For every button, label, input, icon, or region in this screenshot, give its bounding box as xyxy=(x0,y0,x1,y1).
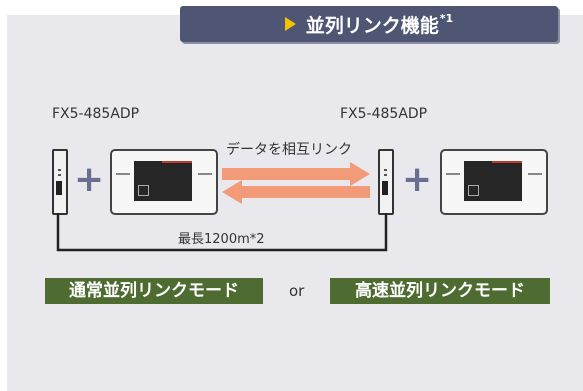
left-adapter-label: FX5-485ADP xyxy=(52,106,140,122)
arrow-left-icon xyxy=(222,180,370,204)
arrow-right-icon xyxy=(222,162,370,186)
link-label: データを相互リンク xyxy=(226,142,352,158)
title-banner: 並列リンク機能 *1 xyxy=(180,6,558,42)
right-adapter-label: FX5-485ADP xyxy=(340,106,428,122)
left-plc-icon xyxy=(110,149,218,215)
title-text: 並列リンク機能 xyxy=(305,14,439,37)
high-speed-parallel-link-mode: 高速並列リンクモード xyxy=(330,278,550,304)
or-text: or xyxy=(289,282,305,300)
right-adapter-icon xyxy=(378,149,394,215)
link-arrows xyxy=(222,162,370,204)
right-plus-sign: + xyxy=(402,159,433,200)
title-footnote: *1 xyxy=(439,11,454,25)
triangle-icon xyxy=(284,17,296,31)
left-plus-sign: + xyxy=(74,159,105,200)
right-plc-icon xyxy=(440,149,548,215)
left-adapter-icon xyxy=(52,149,68,215)
cable-length-label: 最長1200m*2 xyxy=(178,232,265,247)
normal-parallel-link-mode: 通常並列リンクモード xyxy=(45,278,263,304)
